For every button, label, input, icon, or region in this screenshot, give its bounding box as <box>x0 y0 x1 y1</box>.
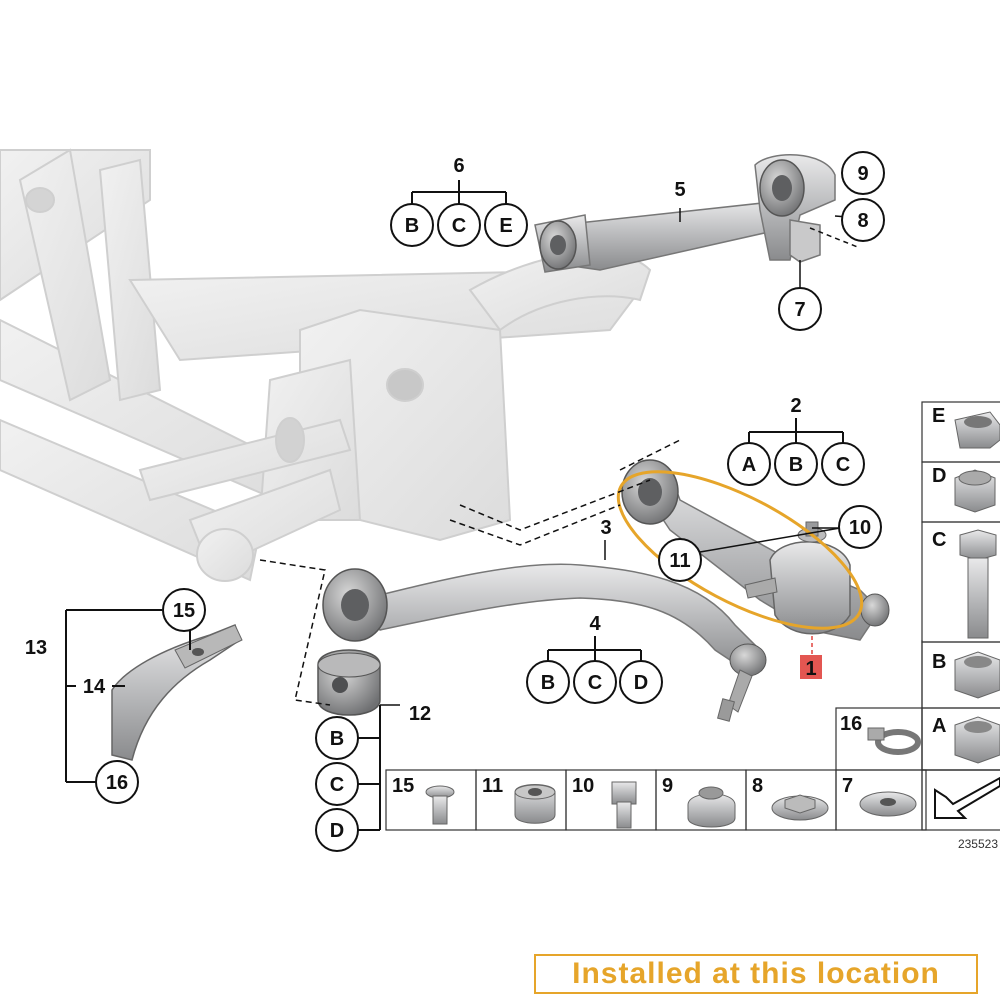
callout-10 <box>838 505 882 549</box>
callouts <box>65 151 885 852</box>
label-part-7: 7 <box>794 299 805 321</box>
label-g12-0: B <box>330 728 344 750</box>
leader-lines <box>259 208 861 706</box>
label-part-4: 4 <box>589 613 601 635</box>
install-location-label: Installed at this location <box>534 954 978 994</box>
install-highlight-ellipse <box>616 470 864 630</box>
callout-13 <box>65 588 206 804</box>
hw-label-C: C <box>932 529 946 551</box>
hw-label-A: A <box>932 715 946 737</box>
label-part-16: 16 <box>106 772 128 794</box>
label-g2-1: B <box>789 454 803 476</box>
label-g2-2: C <box>836 454 850 476</box>
subframe <box>0 148 652 582</box>
upper-link-5 <box>534 154 836 273</box>
lower-arm-3 <box>322 563 767 722</box>
hw-label-9: 9 <box>662 775 673 797</box>
label-g4-0: B <box>541 672 555 694</box>
label-g6-1: C <box>452 215 466 237</box>
label-part-10: 10 <box>849 517 871 539</box>
callout-9 <box>841 151 885 195</box>
hardware-column-right: E D C B A 16 <box>835 401 1000 830</box>
hw-label-11: 11 <box>482 775 503 797</box>
label-g12-2: D <box>330 820 344 842</box>
callout-7 <box>778 287 822 331</box>
label-part-8: 8 <box>857 210 868 232</box>
bushing-12 <box>317 649 381 716</box>
hw-label-10: 10 <box>572 775 594 797</box>
callout-4 <box>526 636 663 704</box>
hw-label-D: D <box>932 465 946 487</box>
label-g2-0: A <box>742 454 756 476</box>
hw-label-E: E <box>932 405 945 427</box>
label-part-12: 12 <box>409 703 431 725</box>
label-part-5: 5 <box>674 179 685 201</box>
hw-label-B: B <box>932 651 946 673</box>
label-part-15: 15 <box>173 600 195 622</box>
label-part-9: 9 <box>857 163 868 185</box>
hw-label-7: 7 <box>842 775 853 797</box>
label-part-13: 13 <box>25 637 47 659</box>
bracket-14 <box>111 624 243 761</box>
hw-label-16: 16 <box>840 713 862 735</box>
label-part-11: 11 <box>669 550 690 572</box>
label-g4-1: C <box>588 672 602 694</box>
label-part-14: 14 <box>83 676 106 698</box>
hw-label-8: 8 <box>752 775 763 797</box>
label-part-3: 3 <box>600 517 611 539</box>
callout-8 <box>841 198 885 242</box>
label-part-2: 2 <box>790 395 801 417</box>
label-g4-2: D <box>634 672 648 694</box>
label-g6-2: E <box>499 215 512 237</box>
control-arm-1 <box>621 459 890 641</box>
label-part-1: 1 <box>805 658 816 680</box>
callout-6 <box>390 180 528 247</box>
label-g6-0: B <box>405 215 419 237</box>
callout-2 <box>727 418 865 486</box>
callout-11 <box>658 538 702 582</box>
hardware-row-bottom: 15 11 10 9 8 7 <box>385 769 1000 831</box>
direction-arrow-icon <box>934 776 1000 819</box>
label-part-6: 6 <box>453 155 464 177</box>
label-g12-1: C <box>330 774 344 796</box>
callout-12 <box>315 705 381 852</box>
diagram-id: 235523 <box>958 837 998 851</box>
callout-labels: 6 B C E 5 9 8 7 2 A B C 10 11 3 1 4 B C … <box>25 155 871 842</box>
hw-label-15: 15 <box>392 775 414 797</box>
part-1-marker <box>800 655 822 679</box>
